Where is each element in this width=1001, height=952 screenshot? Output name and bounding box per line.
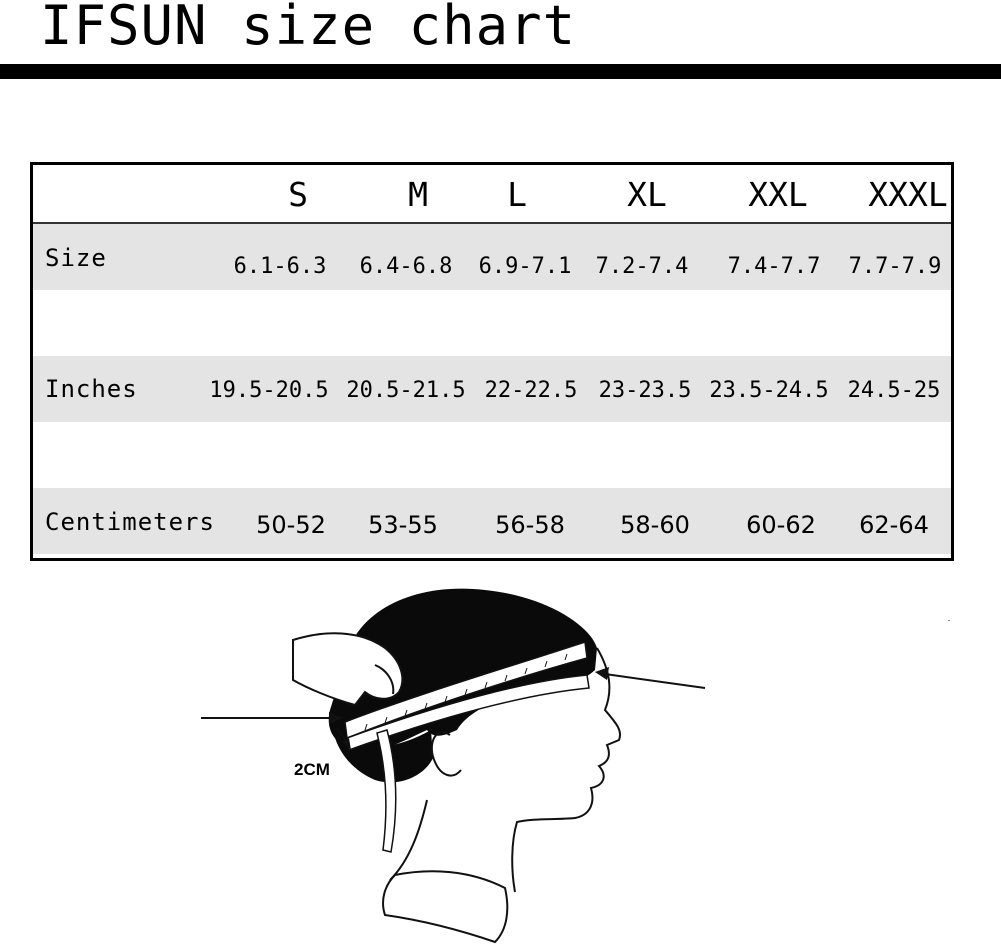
table-cell: 20.5-21.5 [346, 378, 466, 403]
cm-pointer-head [343, 738, 351, 750]
right-arrow-head [595, 667, 609, 680]
table-cell: 62-64 [859, 511, 929, 539]
ear-shape [430, 731, 462, 777]
table-row: Centimeters 50-52 53-55 56-58 58-60 60-6… [33, 488, 951, 554]
title-divider [0, 64, 1001, 79]
table-cell: 19.5-20.5 [209, 378, 329, 403]
column-header-m: M [408, 175, 428, 214]
face-outline [511, 647, 621, 893]
table-row: Inches 19.5-20.5 20.5-21.5 22-22.5 23-23… [33, 356, 951, 422]
collar-shape [382, 870, 509, 944]
table-cell: 23.5-24.5 [709, 378, 829, 403]
size-chart-table: S M L XL XXL XXXL Size 6.1-6.3 6.4-6.8 6… [30, 162, 954, 561]
head-measurement-illustration [201, 588, 706, 944]
neck-outline [389, 799, 428, 881]
row-label-centimeters: Centimeters [45, 508, 215, 536]
table-cell: 7.2-7.4 [595, 254, 689, 279]
table-cell: 6.1-6.3 [233, 254, 327, 279]
hair-back [331, 700, 433, 783]
right-arrow-line [604, 673, 706, 689]
table-header-row: S M L XL XXL XXXL [33, 165, 951, 224]
table-cell: 50-52 [256, 511, 326, 539]
measurement-label: 2CM [294, 760, 330, 779]
hand-shape [292, 632, 404, 707]
page-title: IFSUN size chart [40, 0, 577, 57]
row-label-inches: Inches [45, 375, 138, 403]
table-cell: 58-60 [620, 511, 690, 539]
finger-shape [374, 664, 395, 695]
left-arrow-head [329, 712, 343, 724]
table-cell: 6.4-6.8 [359, 254, 453, 279]
table-cell: 7.4-7.7 [727, 254, 821, 279]
table-cell: 7.7-7.9 [848, 254, 942, 279]
measuring-tape-tail [376, 729, 397, 853]
row-label-size: Size [45, 244, 107, 272]
column-header-xl: XL [627, 175, 667, 214]
table-row: Size 6.1-6.3 6.4-6.8 6.9-7.1 7.2-7.4 7.4… [33, 224, 951, 290]
stray-dot [948, 620, 950, 621]
column-header-l: L [507, 175, 527, 214]
measuring-tape-back [346, 674, 590, 752]
column-header-xxl: XXL [748, 175, 808, 214]
column-header-s: S [288, 175, 308, 214]
table-cell: 24.5-25 [847, 378, 941, 403]
column-header-xxxl: XXXL [868, 175, 948, 214]
table-cell: 6.9-7.1 [478, 254, 572, 279]
table-cell: 53-55 [368, 511, 438, 539]
tape-ticks [364, 653, 568, 731]
table-cell: 22-22.5 [484, 378, 578, 403]
table-cell: 56-58 [495, 511, 565, 539]
table-cell: 60-62 [746, 511, 816, 539]
table-cell: 23-23.5 [598, 378, 692, 403]
